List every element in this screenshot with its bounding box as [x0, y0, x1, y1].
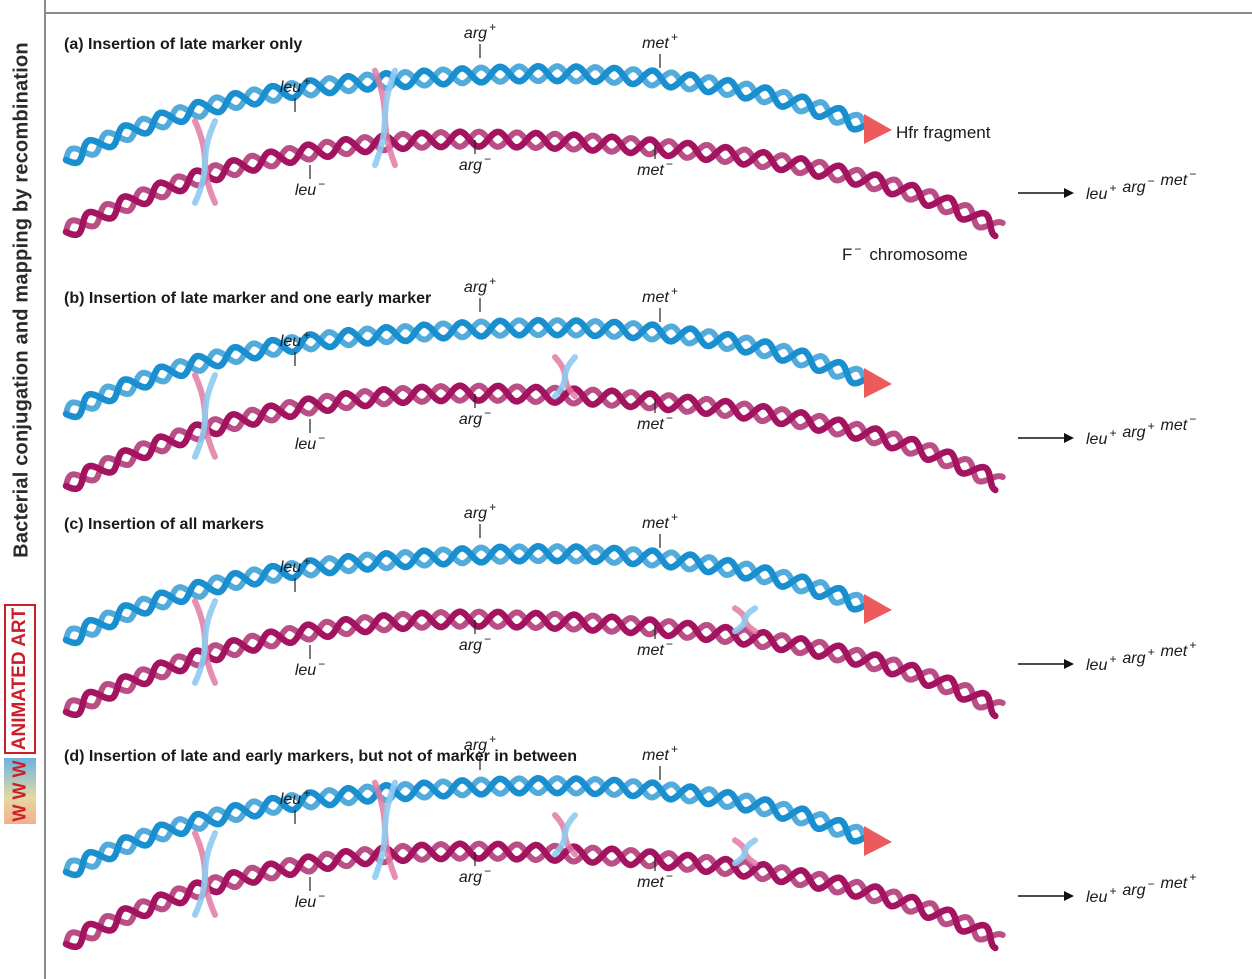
recipient-gene-label: leu−	[295, 889, 325, 911]
hfr-arrowhead	[864, 826, 892, 856]
hfr-arrowhead	[864, 594, 892, 624]
result-arrowhead	[1064, 433, 1074, 443]
panel-b: (b) Insertion of late marker and one ear…	[62, 274, 1196, 494]
recipient-gene-label: arg−	[459, 406, 491, 428]
hfr-fragment-back-strand	[63, 317, 867, 417]
crossover	[552, 812, 578, 858]
result-genotype: leu+arg−met+	[1086, 870, 1196, 906]
panel-title: (d) Insertion of late and early markers,…	[64, 748, 577, 765]
recipient-gene-label: met−	[637, 411, 673, 433]
hfr-gene-label: leu+	[280, 786, 310, 808]
animated-art-badge[interactable]: ANIMATED ART	[4, 604, 36, 754]
crossover	[192, 372, 218, 460]
hfr-fragment-front-strand	[62, 774, 867, 879]
hfr-fragment-back-strand	[63, 775, 867, 875]
recipient-gene-label: met−	[637, 637, 673, 659]
hfr-fragment-front-strand	[62, 62, 867, 167]
crossover	[552, 354, 578, 400]
crossover	[732, 837, 758, 867]
result-arrowhead	[1064, 188, 1074, 198]
hfr-arrowhead	[864, 368, 892, 398]
recipient-gene-label: leu−	[295, 657, 325, 679]
recipient-gene-label: arg−	[459, 632, 491, 654]
recipient-gene-label: arg−	[459, 864, 491, 886]
panel-title: (b) Insertion of late marker and one ear…	[64, 290, 431, 307]
hfr-gene-label: arg+	[464, 500, 496, 522]
f-chromosome-front-strand	[62, 382, 999, 494]
crossover	[372, 67, 398, 169]
f-chromosome-front-strand	[62, 840, 999, 952]
crossover	[732, 605, 758, 635]
sidebar-divider	[44, 0, 46, 979]
hfr-fragment-back-strand	[63, 63, 867, 163]
hfr-gene-label: leu+	[280, 554, 310, 576]
hfr-fragment-front-strand	[62, 542, 867, 647]
hfr-gene-label: met+	[642, 510, 678, 532]
panel-title: (c) Insertion of all markers	[64, 516, 264, 533]
result-arrowhead	[1064, 891, 1074, 901]
hfr-gene-label: met+	[642, 284, 678, 306]
www-icon[interactable]: W W W	[4, 758, 36, 824]
result-genotype: leu+arg+met+	[1086, 638, 1196, 674]
f-chromosome-front-strand	[62, 608, 999, 720]
recipient-gene-label: leu−	[295, 431, 325, 453]
result-genotype: leu+arg+met−	[1086, 412, 1196, 448]
panel-d: (d) Insertion of late and early markers,…	[62, 732, 1196, 952]
crossover	[192, 830, 218, 918]
panel-a: (a) Insertion of late marker onlyleu+arg…	[62, 20, 1196, 264]
sidebar: Bacterial conjugation and mapping by rec…	[0, 0, 44, 979]
hfr-gene-label: leu+	[280, 328, 310, 350]
top-divider	[44, 12, 1252, 14]
hfr-gene-label: arg+	[464, 274, 496, 296]
recipient-gene-label: leu−	[295, 177, 325, 199]
hfr-gene-label: arg+	[464, 732, 496, 754]
panel-title: (a) Insertion of late marker only	[64, 36, 302, 53]
hfr-fragment-back-strand	[63, 543, 867, 643]
hfr-arrowhead	[864, 114, 892, 144]
crossover	[192, 598, 218, 686]
panel-c: (c) Insertion of all markersleu+arg+met+…	[62, 500, 1196, 720]
result-arrowhead	[1064, 659, 1074, 669]
recipient-gene-label: met−	[637, 157, 673, 179]
hfr-gene-label: arg+	[464, 20, 496, 42]
f-chromosome-front-strand	[62, 128, 999, 240]
hfr-fragment-front-strand	[62, 316, 867, 421]
hfr-gene-label: leu+	[280, 74, 310, 96]
hfr-gene-label: met+	[642, 30, 678, 52]
crossover	[192, 118, 218, 206]
result-genotype: leu+arg−met−	[1086, 167, 1196, 203]
recipient-gene-label: arg−	[459, 152, 491, 174]
hfr-fragment-label: Hfr fragment	[896, 123, 991, 142]
hfr-gene-label: met+	[642, 742, 678, 764]
f-chromosome-label: F−chromosome	[842, 242, 968, 264]
recipient-gene-label: met−	[637, 869, 673, 891]
crossover	[372, 779, 398, 881]
